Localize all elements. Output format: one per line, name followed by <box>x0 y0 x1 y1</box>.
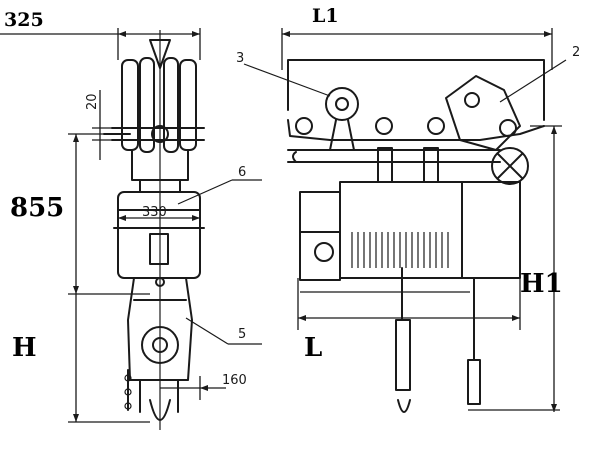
end-view-dimensions <box>0 28 262 423</box>
callout-part-3: 3 <box>236 51 244 66</box>
dimension-20-label: 20 <box>85 93 100 110</box>
dimension-h1-label: H1 <box>520 269 563 299</box>
dimension-330-label: 330 <box>142 205 167 220</box>
dimension-160-label: 160 <box>222 373 247 388</box>
dimension-325-label: 325 <box>4 9 44 31</box>
end-view <box>103 30 205 430</box>
dimension-855-label: 855 <box>10 193 64 223</box>
side-view <box>287 59 560 413</box>
callout-part-5: 5 <box>238 327 246 342</box>
dimension-h-label: H <box>12 333 37 363</box>
dimension-l-label: L <box>304 333 322 363</box>
dimension-l1-label: L1 <box>312 5 339 27</box>
callout-part-2: 2 <box>572 45 580 60</box>
callout-part-6: 6 <box>238 165 246 180</box>
side-view-dimensions <box>243 28 567 412</box>
